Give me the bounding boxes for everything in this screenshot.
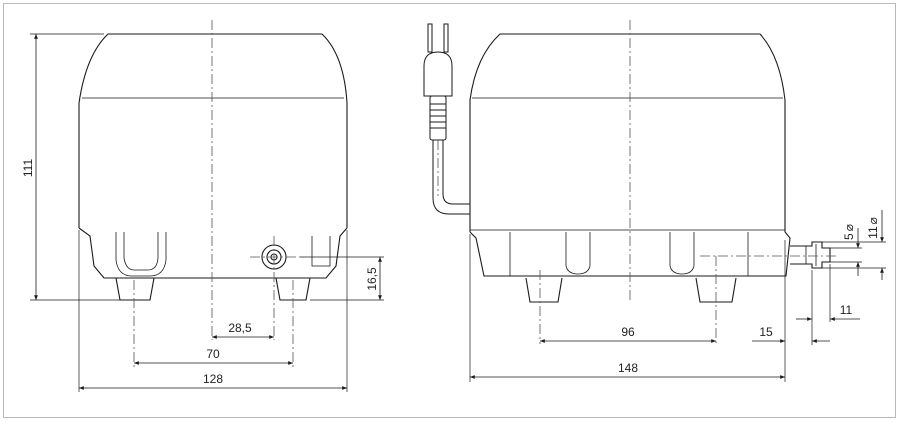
dim-width-side-label: 148 bbox=[618, 361, 638, 375]
front-view bbox=[78, 33, 348, 301]
diameter-icon: ⌀ bbox=[866, 217, 880, 224]
dim-nozzle-length-label: 15 bbox=[759, 325, 773, 339]
side-right-slot bbox=[669, 232, 695, 275]
dim-width-front-label: 128 bbox=[203, 372, 223, 386]
dim-outer-diameter-label: 11 bbox=[866, 226, 880, 239]
side-left-slot bbox=[565, 232, 591, 275]
drawing-frame bbox=[3, 3, 896, 418]
dim-inner-diameter-label: 5 bbox=[842, 233, 856, 240]
side-housing-top bbox=[469, 33, 786, 232]
hose-nozzle bbox=[790, 241, 831, 269]
svg-text:11⌀: 11 ⌀ bbox=[866, 217, 880, 239]
dim-feet-side-label: 96 bbox=[621, 325, 635, 339]
front-left-cavity bbox=[115, 232, 167, 277]
dim-height-label: 111 bbox=[21, 159, 35, 178]
front-housing-top bbox=[78, 33, 348, 228]
front-left-foot bbox=[115, 277, 155, 301]
front-base bbox=[78, 227, 348, 279]
front-right-cavity bbox=[311, 236, 331, 267]
side-base bbox=[469, 231, 791, 277]
side-view bbox=[469, 33, 831, 303]
power-cord bbox=[423, 23, 470, 215]
dim-outer-diameter: 11 ⌀ bbox=[866, 217, 880, 239]
dim-outlet-height-label: 16,5 bbox=[365, 267, 379, 291]
svg-text:5⌀: 5⌀ bbox=[842, 224, 856, 240]
dim-outlet-offset-label: 28,5 bbox=[228, 321, 252, 335]
plug-body bbox=[423, 51, 453, 97]
plug-prong-left bbox=[427, 23, 433, 53]
dim-feet-front-label: 70 bbox=[206, 347, 220, 361]
dim-nozzle-tip-label: 11 bbox=[840, 303, 853, 317]
dim-inner-diameter: 5⌀ bbox=[842, 224, 856, 240]
plug-prong-right bbox=[443, 23, 449, 53]
diameter-icon: ⌀ bbox=[842, 224, 856, 231]
side-left-foot bbox=[525, 277, 563, 303]
